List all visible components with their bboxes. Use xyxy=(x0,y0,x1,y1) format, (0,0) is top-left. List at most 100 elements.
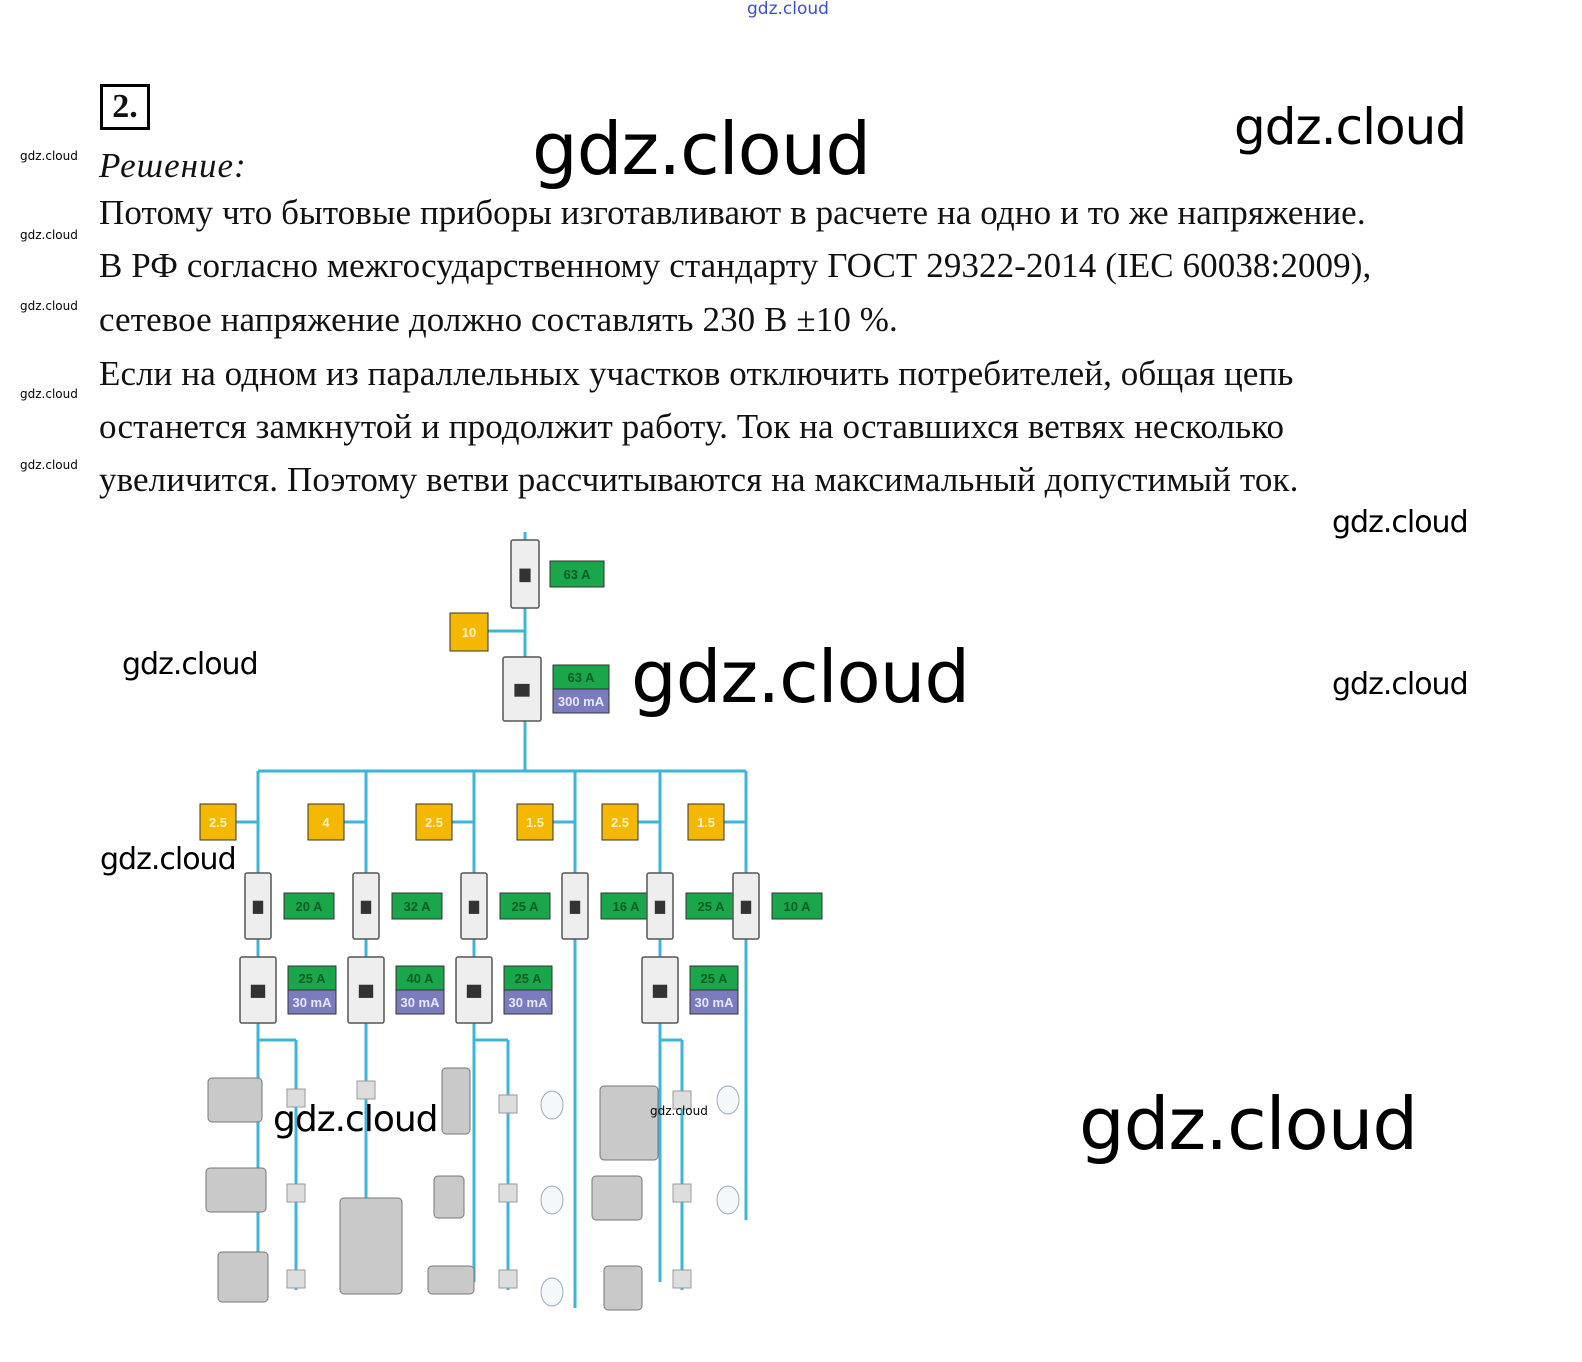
socket-icon xyxy=(286,1088,306,1108)
branch-rcd-leakage-label xyxy=(395,989,445,1015)
paragraph-line: увеличится. Поэтому ветви рассчитываются… xyxy=(99,460,1299,499)
microwave-icon xyxy=(427,1265,475,1295)
main-breaker-label-text: 63 A xyxy=(564,567,592,582)
task-number: 2. xyxy=(100,84,150,130)
socket-icon xyxy=(672,1183,692,1203)
branch-rcd-switch xyxy=(358,984,374,998)
branch-breaker-switch xyxy=(468,900,480,914)
watermark: gdz.cloud xyxy=(532,107,871,191)
socket-icon xyxy=(498,1183,518,1203)
stove-icon xyxy=(339,1197,403,1295)
branch-breaker-label-text: 20 A xyxy=(296,899,324,914)
branch-breaker-label xyxy=(499,892,551,920)
socket-icon xyxy=(498,1269,518,1289)
branch-rcd-leakage-label-text: 30 mA xyxy=(292,995,332,1010)
main-rcd-leakage-label xyxy=(552,688,610,714)
branch-rcd-current-label xyxy=(503,965,553,991)
branch-rcd-leakage-label xyxy=(287,989,337,1015)
paragraph-line: останется замкнутой и продолжит работу. … xyxy=(99,407,1285,446)
branch-rcd-switch xyxy=(466,984,482,998)
light-bulb-icon xyxy=(540,1090,564,1120)
socket-icon xyxy=(672,1269,692,1289)
cable-section-label-text: 1.5 xyxy=(526,815,544,830)
branch-breaker-label xyxy=(771,892,823,920)
vacuum-cleaner-icon xyxy=(217,1251,269,1303)
main-breaker-label xyxy=(549,560,605,588)
cable-section-label xyxy=(415,803,453,841)
branch-rcd-leakage-label-text: 30 mA xyxy=(400,995,440,1010)
paragraph-line: Если на одном из параллельных участков о… xyxy=(99,354,1294,393)
branch-rcd-current-label-text: 25 A xyxy=(299,971,327,986)
socket-icon xyxy=(356,1080,376,1100)
branch-rcd-leakage-label xyxy=(503,989,553,1015)
paragraph-line: В РФ согласно межгосударственному станда… xyxy=(99,246,1372,285)
watermark: gdz.cloud xyxy=(1332,667,1469,702)
branch-rcd-current-label-text: 25 A xyxy=(701,971,729,986)
branch-rcd-current-label xyxy=(395,965,445,991)
cable-section-label xyxy=(687,803,725,841)
watermark: gdz.cloud xyxy=(273,1099,439,1140)
light-bulb-icon xyxy=(716,1085,740,1115)
branch-breaker-label xyxy=(685,892,737,920)
branch-breaker-label-text: 10 A xyxy=(784,899,812,914)
watermark: gdz.cloud xyxy=(20,149,78,163)
socket-icon xyxy=(672,1090,692,1110)
branch-breaker-switch xyxy=(252,900,264,914)
cable-section-label xyxy=(199,803,237,841)
kettle-icon xyxy=(433,1175,465,1219)
cable-section-label xyxy=(601,803,639,841)
cable-section-label-text: 4 xyxy=(322,815,330,830)
tv-icon xyxy=(207,1077,263,1123)
cable-section-label-text: 2.5 xyxy=(611,815,629,830)
branch-breaker-label-text: 25 A xyxy=(512,899,540,914)
refrigerator-icon xyxy=(441,1067,471,1135)
light-bulb-icon xyxy=(540,1277,564,1307)
socket-icon xyxy=(286,1269,306,1289)
hair-dryer-icon xyxy=(591,1175,643,1221)
branch-rcd-leakage-label xyxy=(689,989,739,1015)
main-rcd-current-label-text: 63 A xyxy=(568,670,596,685)
branch-breaker-label xyxy=(391,892,443,920)
cable-section-label xyxy=(307,803,345,841)
branch-breaker-switch xyxy=(740,900,752,914)
branch-breaker-label xyxy=(283,892,335,920)
main-rcd-leakage-label-text: 300 mA xyxy=(558,694,605,709)
branch-breaker-switch xyxy=(569,900,581,914)
computer-icon xyxy=(205,1167,267,1213)
branch-breaker-label-text: 32 A xyxy=(404,899,432,914)
main-rcd-current-label xyxy=(552,664,610,690)
branch-rcd-current-label-text: 40 A xyxy=(407,971,435,986)
watermark: gdz.cloud xyxy=(20,458,78,472)
watermark: gdz.cloud xyxy=(631,635,970,719)
branch-breaker-switch xyxy=(654,900,666,914)
cable-section-label-text: 2.5 xyxy=(425,815,443,830)
branch-rcd-switch xyxy=(250,984,266,998)
towel-heater-icon xyxy=(603,1265,643,1311)
socket-icon xyxy=(498,1094,518,1114)
washing-machine-icon xyxy=(599,1085,659,1161)
watermark: gdz.cloud xyxy=(20,299,78,313)
branch-rcd-current-label xyxy=(287,965,337,991)
branch-breaker-switch xyxy=(360,900,372,914)
branch-breaker-label-text: 16 A xyxy=(613,899,641,914)
paragraph-line: сетевое напряжение должно составлять 230… xyxy=(99,300,898,339)
paragraph-line: Потому что бытовые приборы изготавливают… xyxy=(99,193,1366,232)
branch-rcd-leakage-label-text: 30 mA xyxy=(508,995,548,1010)
cable-section-label-text: 2.5 xyxy=(209,815,227,830)
branch-rcd-current-label xyxy=(689,965,739,991)
main-breaker-switch xyxy=(519,568,531,583)
light-bulb-icon xyxy=(716,1185,740,1215)
main-cable-label-text: 10 xyxy=(462,625,476,640)
main-cable-label xyxy=(449,612,489,652)
solution-heading: Решение: xyxy=(99,146,247,185)
watermark: gdz.cloud xyxy=(650,1104,708,1118)
watermark: gdz.cloud xyxy=(20,228,78,242)
watermark: gdz.cloud xyxy=(20,387,78,401)
watermark: gdz.cloud xyxy=(1332,505,1469,540)
main-rcd-switch xyxy=(514,683,530,697)
light-bulb-icon xyxy=(540,1185,564,1215)
watermark: gdz.cloud xyxy=(122,647,259,682)
watermark: gdz.cloud xyxy=(747,0,829,19)
watermark: gdz.cloud xyxy=(1234,98,1467,156)
